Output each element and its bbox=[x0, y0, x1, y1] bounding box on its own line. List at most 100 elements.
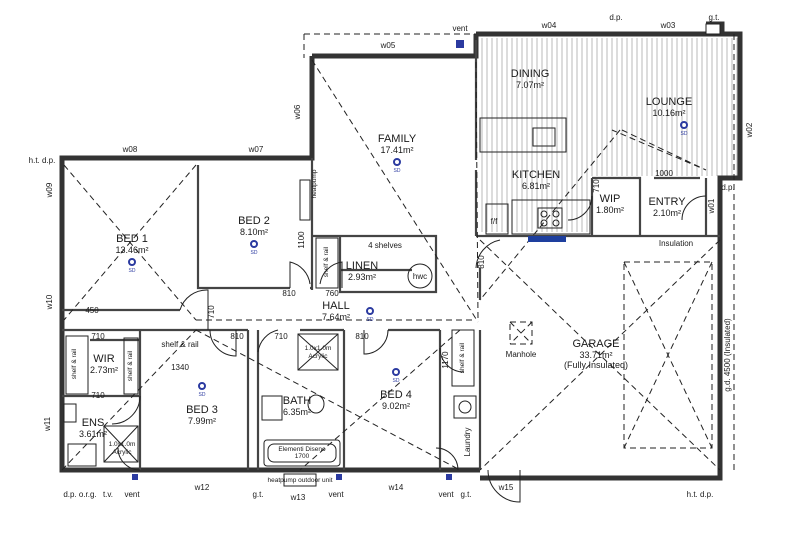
window-w03: w03 bbox=[660, 21, 676, 30]
room-bed4-name: BED 4 bbox=[380, 389, 412, 401]
dim-710-ens: 710 bbox=[91, 391, 105, 400]
smoke-detectors: SD SD SD SD SD SD SD bbox=[128, 121, 688, 398]
room-linen-name: LINEN bbox=[346, 260, 378, 272]
room-bed3-name: BED 3 bbox=[186, 404, 218, 416]
dim-810-linen: 810 bbox=[477, 255, 486, 269]
dim-810-bed4: 810 bbox=[355, 332, 369, 341]
window-w09: w09 bbox=[45, 182, 54, 198]
four-shelves-label: 4 shelves bbox=[368, 241, 402, 250]
vent-label-top: vent bbox=[452, 24, 468, 33]
room-bed1-area: 13.46m² bbox=[115, 245, 148, 255]
bath-fixtures bbox=[63, 333, 477, 467]
window-w12: w12 bbox=[194, 483, 210, 492]
dim-1100: 1100 bbox=[297, 231, 306, 249]
htdp-label-right: h.t. d.p. bbox=[687, 490, 714, 499]
dim-810-bed2: 810 bbox=[282, 289, 296, 298]
window-w06: w06 bbox=[293, 104, 302, 120]
room-bed2-name: BED 2 bbox=[238, 215, 270, 227]
htdp-label-left: h.t. d.p. bbox=[29, 156, 56, 165]
room-kitchen-name: KITCHEN bbox=[512, 169, 560, 181]
window-w08: w08 bbox=[122, 145, 138, 154]
window-w02: w02 bbox=[745, 122, 754, 138]
room-family-area: 17.41m² bbox=[380, 145, 413, 155]
room-kitchen-area: 6.81m² bbox=[522, 181, 550, 191]
dim-710-wir: 710 bbox=[91, 332, 105, 341]
room-hall-area: 7.64m² bbox=[322, 312, 350, 322]
vent-label-b2: vent bbox=[328, 490, 344, 499]
bath-size: 1700 bbox=[295, 453, 310, 460]
shelf-rail-bed3: shelf & rail bbox=[161, 340, 199, 349]
window-w15: w15 bbox=[498, 483, 514, 492]
fridge-label: f/f bbox=[491, 217, 498, 226]
dporg-label: d.p. o.r.g. bbox=[63, 490, 96, 499]
room-dining-area: 7.07m² bbox=[516, 80, 544, 90]
shelf-rail-bed4: shelf & rail bbox=[459, 342, 466, 373]
window-w11: w11 bbox=[43, 416, 52, 432]
smoke-detector-icon: SD bbox=[250, 240, 258, 256]
room-bed1-name: BED 1 bbox=[116, 233, 148, 245]
hwc-label: hwc bbox=[413, 272, 427, 281]
smoke-detector-icon: SD bbox=[198, 382, 206, 398]
room-bed4-area: 9.02m² bbox=[382, 401, 410, 411]
room-lounge-area: 10.16m² bbox=[652, 108, 685, 118]
window-w05: w05 bbox=[380, 41, 396, 50]
dim-1340: 1340 bbox=[171, 363, 189, 372]
room-wir-area: 2.73m² bbox=[90, 365, 118, 375]
manhole bbox=[509, 321, 533, 345]
room-garage-area: 33.71m² bbox=[579, 350, 612, 360]
heatpump-label: heatpump bbox=[311, 169, 318, 198]
dim-1170: 1170 bbox=[441, 351, 450, 369]
room-labels: DINING 7.07m² LOUNGE 10.16m² FAMILY 17.4… bbox=[79, 68, 692, 439]
room-garage-name: GARAGE bbox=[572, 338, 619, 350]
room-hall-name: HALL bbox=[322, 300, 350, 312]
shower-size-ens: 1.0x1.0m bbox=[109, 441, 136, 448]
smoke-detector-icon: SD bbox=[128, 258, 136, 274]
room-bed2-area: 8.10m² bbox=[240, 227, 268, 237]
window-w10: w10 bbox=[45, 294, 54, 310]
dim-760: 760 bbox=[325, 289, 339, 298]
laundry-label: Laundry bbox=[463, 428, 472, 457]
dim-710-wip: 710 bbox=[592, 179, 601, 193]
dim-450: 450 bbox=[85, 306, 99, 315]
window-w07: w07 bbox=[248, 145, 264, 154]
dp-label-right: d.p. bbox=[721, 183, 734, 192]
room-wir-name: WIR bbox=[93, 353, 114, 365]
dim-1000: 1000 bbox=[655, 169, 673, 178]
gt-label-top: g.t. bbox=[708, 13, 719, 22]
shower-acrylic-bath: Acrylic bbox=[308, 353, 328, 360]
room-family-name: FAMILY bbox=[378, 133, 417, 145]
svg-text:SD: SD bbox=[199, 392, 206, 398]
smoke-detector-icon: SD bbox=[366, 307, 374, 323]
svg-text:SD: SD bbox=[367, 317, 374, 323]
shower-acrylic-ens: Acrylic bbox=[112, 449, 132, 456]
heatpump-outdoor-label: heatpump outdoor unit bbox=[267, 477, 332, 484]
gt-label-bottom-2: g.t. bbox=[460, 490, 471, 499]
bath-model: Elementi Diseno bbox=[278, 446, 326, 453]
vent-label-b3: vent bbox=[438, 490, 454, 499]
window-w14: w14 bbox=[388, 483, 404, 492]
smoke-detector-icon: SD bbox=[680, 121, 688, 137]
smoke-detector-icon: SD bbox=[393, 158, 401, 174]
room-bed3-area: 7.99m² bbox=[188, 416, 216, 426]
manhole-label: Manhole bbox=[506, 350, 537, 359]
room-bath-area: 6.35m² bbox=[283, 407, 311, 417]
shelf-rail-linen: shelf & rail bbox=[323, 246, 330, 277]
garage-door-label: g.d. 4500 (Insulated) bbox=[723, 318, 732, 392]
smoke-detector-icon: SD bbox=[392, 368, 400, 384]
dim-810-bed3: 810 bbox=[230, 332, 244, 341]
room-linen-area: 2.93m² bbox=[348, 272, 376, 282]
garage-door-swing bbox=[623, 261, 713, 449]
svg-text:SD: SD bbox=[393, 378, 400, 384]
shower-size-bath: 1.0x1.0m bbox=[305, 345, 332, 352]
insulation-label: Insulation bbox=[659, 239, 693, 248]
room-ens-area: 3.61m² bbox=[79, 429, 107, 439]
kitchen-bench bbox=[479, 117, 591, 242]
svg-text:SD: SD bbox=[251, 250, 258, 256]
room-bath-name: BATH bbox=[283, 395, 312, 407]
roof-lines bbox=[61, 33, 735, 471]
door-swings bbox=[111, 195, 707, 503]
gt-label-bottom: g.t. bbox=[252, 490, 263, 499]
room-ens-name: ENS bbox=[82, 417, 105, 429]
dim-710-bath: 710 bbox=[274, 332, 288, 341]
